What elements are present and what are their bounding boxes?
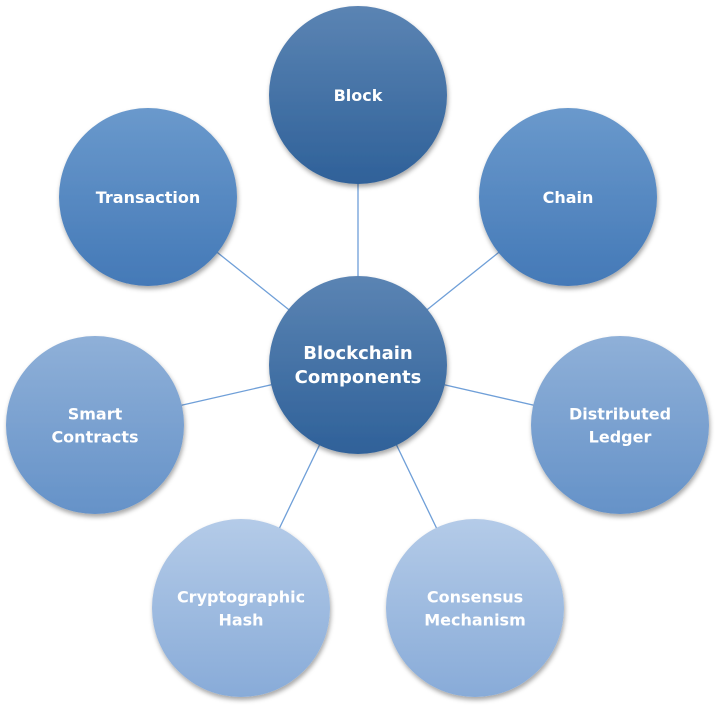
nodes: BlockChainDistributedLedgerConsensusMech… [6,6,709,697]
node-cryptographic-hash-label-line: Cryptographic [177,588,305,607]
hub-blockchain-components-label-line: Blockchain [303,343,413,364]
node-smart-contracts-label-line: Smart [68,405,123,424]
node-distributed-ledger-label-line: Distributed [569,405,671,424]
hub-blockchain-components-circle [269,276,447,454]
node-consensus-mechanism-circle [386,519,564,697]
node-smart-contracts-label-line: Contracts [51,428,138,447]
node-block-circle [269,6,447,184]
node-consensus-mechanism-label-line: Consensus [427,588,523,607]
node-distributed-ledger-label-line: Ledger [589,428,652,447]
node-chain: Chain [479,108,657,286]
node-block-label-line: Block [334,86,383,105]
node-smart-contracts-circle [6,336,184,514]
node-chain-label-line: Chain [543,188,594,207]
node-distributed-ledger-circle [531,336,709,514]
node-chain-circle [479,108,657,286]
node-transaction-label-line: Transaction [96,188,201,207]
hub-blockchain-components-label-line: Components [295,367,422,388]
node-transaction: Transaction [59,108,237,286]
node-transaction-circle [59,108,237,286]
node-cryptographic-hash-circle [152,519,330,697]
node-consensus-mechanism-label-line: Mechanism [424,611,526,630]
node-block: Block [269,6,447,184]
node-cryptographic-hash-label-line: Hash [218,611,263,630]
